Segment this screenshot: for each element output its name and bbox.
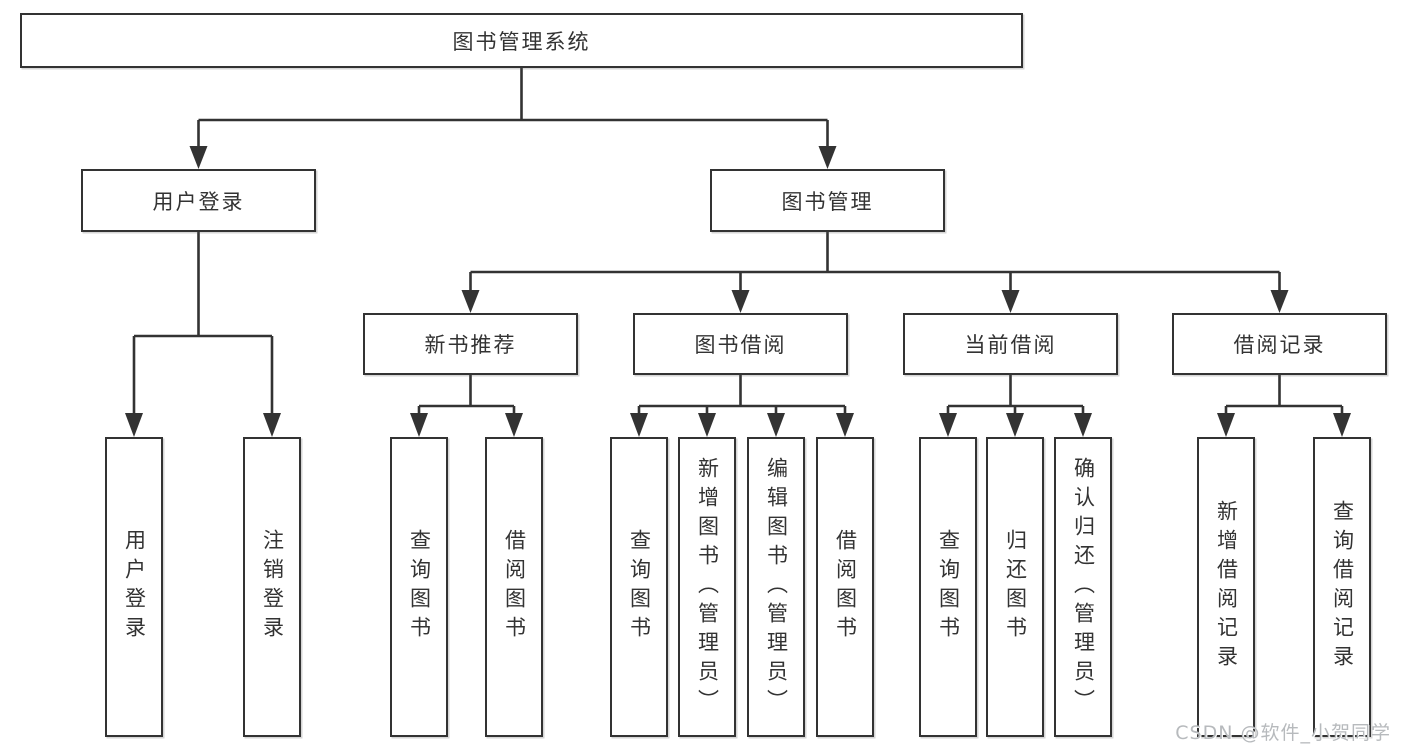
node-borrow-records: 借阅记录 xyxy=(1172,313,1387,375)
leaf-edit-books-admin: 编辑图书（管理员） xyxy=(747,437,805,737)
leaf-borrow-books: 借阅图书 xyxy=(816,437,874,737)
arrow-down-icon xyxy=(1006,413,1024,437)
arrow-down-icon xyxy=(461,290,480,313)
node-current-borrow: 当前借阅 xyxy=(903,313,1118,375)
leaf-add-borrow-record: 新增借阅记录 xyxy=(1197,437,1255,737)
arrow-down-icon xyxy=(1333,413,1351,437)
node-new-book-recommend: 新书推荐 xyxy=(363,313,578,375)
node-user-login: 用户登录 xyxy=(81,169,316,232)
arrow-down-icon xyxy=(410,413,428,437)
branch-root xyxy=(189,68,837,169)
leaf-confirm-return-admin: 确认归还（管理员） xyxy=(1054,437,1112,737)
leaf-query-borrow-record: 查询借阅记录 xyxy=(1313,437,1371,737)
node-book-management: 图书管理 xyxy=(710,169,945,232)
branch-new-book xyxy=(410,375,523,437)
arrow-down-icon xyxy=(1217,413,1235,437)
leaf-borrow-books: 借阅图书 xyxy=(485,437,543,737)
branch-current-borrow xyxy=(939,375,1092,437)
leaf-user-login: 用户登录 xyxy=(105,437,163,737)
arrow-down-icon xyxy=(731,290,750,313)
node-book-borrow: 图书借阅 xyxy=(633,313,848,375)
arrow-down-icon xyxy=(263,413,281,437)
arrow-down-icon xyxy=(189,146,208,169)
arrow-down-icon xyxy=(1074,413,1092,437)
branch-user-login xyxy=(125,232,281,437)
node-library-system: 图书管理系统 xyxy=(20,13,1023,68)
leaf-query-books: 查询图书 xyxy=(919,437,977,737)
arrow-down-icon xyxy=(836,413,854,437)
arrow-down-icon xyxy=(125,413,143,437)
arrow-down-icon xyxy=(1001,290,1020,313)
leaf-query-books: 查询图书 xyxy=(610,437,668,737)
arrow-down-icon xyxy=(767,413,785,437)
arrow-down-icon xyxy=(939,413,957,437)
arrow-down-icon xyxy=(818,146,837,169)
leaf-logout: 注销登录 xyxy=(243,437,301,737)
watermark: CSDN @软件_小贺同学 xyxy=(1175,722,1391,744)
branch-book-borrow xyxy=(630,375,854,437)
branch-borrow-records xyxy=(1217,375,1351,437)
leaf-return-books: 归还图书 xyxy=(986,437,1044,737)
leaf-query-books: 查询图书 xyxy=(390,437,448,737)
leaf-add-books-admin: 新增图书（管理员） xyxy=(678,437,736,737)
arrow-down-icon xyxy=(698,413,716,437)
arrow-down-icon xyxy=(505,413,523,437)
arrow-down-icon xyxy=(630,413,648,437)
arrow-down-icon xyxy=(1270,290,1289,313)
branch-book-management xyxy=(461,232,1289,313)
